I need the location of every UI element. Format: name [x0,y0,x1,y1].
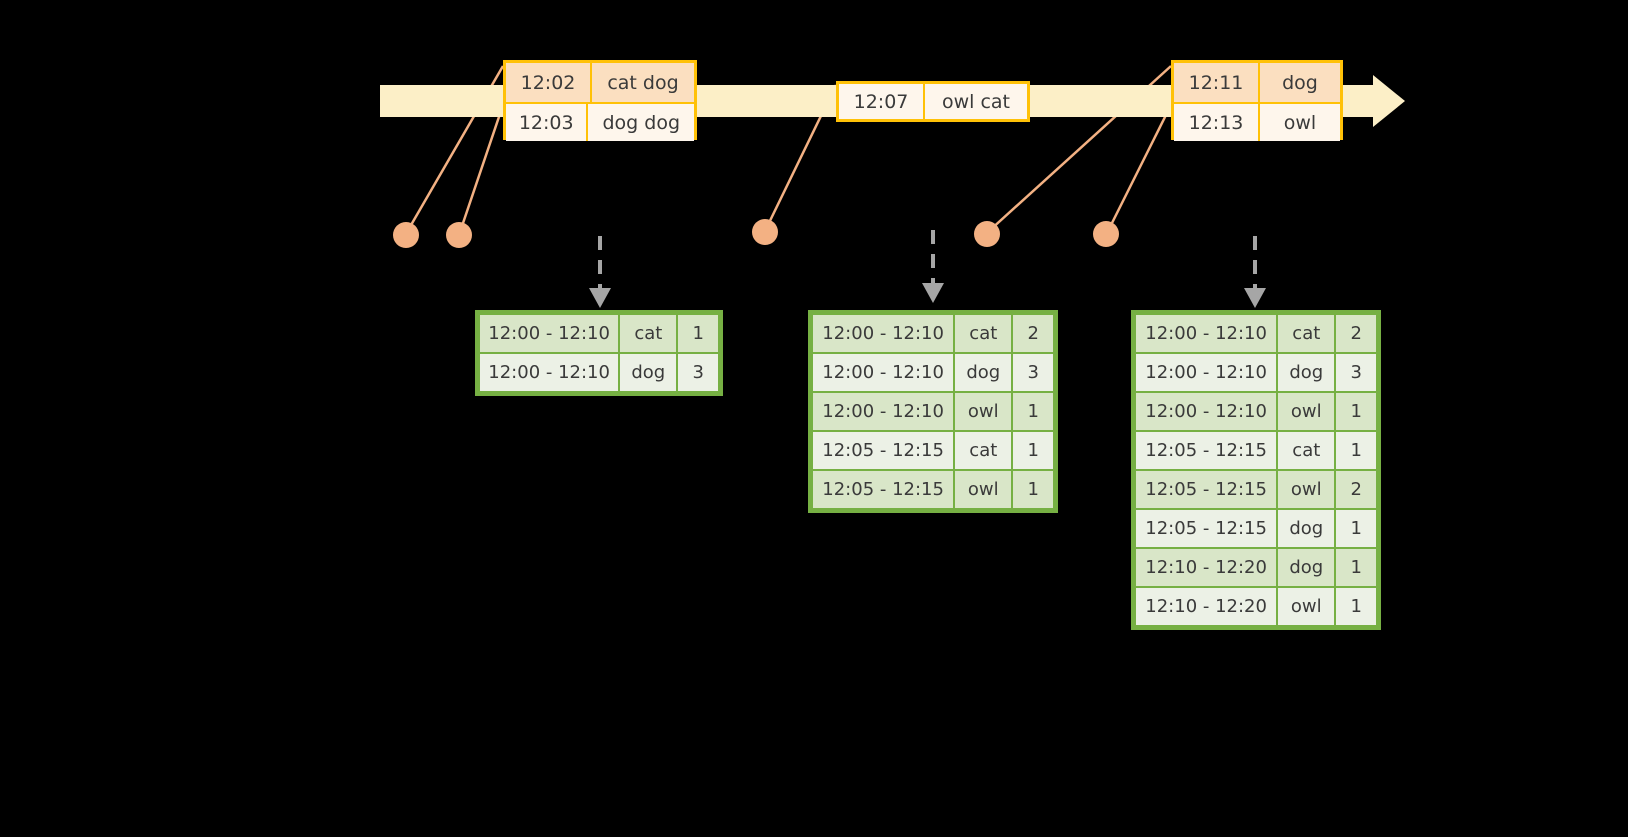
cell-word: dog [955,354,1012,391]
cell-word: owl [1278,588,1335,625]
cell-window: 12:00 - 12:10 [813,393,954,430]
cell-window: 12:05 - 12:15 [1136,471,1277,508]
cell-word: owl [955,393,1012,430]
cell-window: 12:05 - 12:15 [1136,432,1277,469]
cell-window: 12:00 - 12:10 [813,354,954,391]
marker-dot-1203 [446,222,472,248]
event-time: 12:03 [506,104,589,141]
event-row[interactable]: 12:03 dog dog [506,102,694,141]
cell-count: 3 [1013,354,1053,391]
cell-word: cat [1278,432,1335,469]
cell-count: 2 [1013,315,1053,352]
cell-word: dog [620,354,677,391]
marker-dot-1202 [393,222,419,248]
event-group-1[interactable]: 12:02 cat dog 12:03 dog dog [503,60,697,141]
event-row[interactable]: 12:11 dog [1174,63,1340,102]
cell-window: 12:10 - 12:20 [1136,588,1277,625]
cell-count: 3 [1336,354,1376,391]
cell-count: 1 [1336,510,1376,547]
cell-word: cat [620,315,677,352]
cell-count: 2 [1336,315,1376,352]
cell-word: cat [955,432,1012,469]
cell-window: 12:00 - 12:10 [1136,393,1277,430]
cell-count: 1 [1013,471,1053,508]
event-row[interactable]: 12:07 owl cat [839,84,1027,119]
marker-dot-1211 [974,221,1000,247]
event-words: dog dog [602,111,680,134]
dashed-arrow-head-1 [589,288,611,308]
cell-count: 2 [1336,471,1376,508]
dashed-arrow-head-2 [922,283,944,303]
marker-dot-1213 [1093,221,1119,247]
cell-word: cat [1278,315,1335,352]
cell-word: owl [1278,393,1335,430]
cell-count: 1 [678,315,718,352]
cell-word: owl [1278,471,1335,508]
timeline-arrowhead [1373,75,1405,127]
cell-count: 1 [1336,549,1376,586]
cell-count: 1 [1336,588,1376,625]
cell-count: 3 [678,354,718,391]
cell-word: dog [1278,549,1335,586]
cell-window: 12:00 - 12:10 [480,315,619,352]
dashed-arrow-heads [589,283,1266,308]
cell-window: 12:05 - 12:15 [813,471,954,508]
cell-window: 12:05 - 12:15 [1136,510,1277,547]
cell-window: 12:00 - 12:10 [813,315,954,352]
marker-dots [393,219,1119,248]
event-time: 12:02 [506,63,592,102]
event-words: cat dog [607,71,679,94]
connector-line-1213 [1106,104,1173,232]
connector-line-1203 [458,104,505,233]
event-time: 12:07 [839,84,925,119]
event-group-3[interactable]: 12:11 dog 12:13 owl [1171,60,1343,141]
cell-window: 12:10 - 12:20 [1136,549,1277,586]
marker-dot-1207 [752,219,778,245]
cell-window: 12:00 - 12:10 [1136,315,1277,352]
cell-window: 12:00 - 12:10 [1136,354,1277,391]
cell-word: dog [1278,510,1335,547]
event-row[interactable]: 12:02 cat dog [506,63,694,102]
cell-count: 1 [1013,432,1053,469]
dashed-arrows [598,230,1257,288]
event-time: 12:11 [1174,63,1260,102]
event-row[interactable]: 12:13 owl [1174,102,1340,141]
cell-word: cat [955,315,1012,352]
event-words: owl [1283,111,1317,134]
event-group-2[interactable]: 12:07 owl cat [836,81,1030,122]
event-words: dog [1282,71,1318,94]
dashed-arrow-head-3 [1244,288,1266,308]
cell-window: 12:05 - 12:15 [813,432,954,469]
cell-count: 1 [1013,393,1053,430]
event-time: 12:13 [1174,104,1260,141]
cell-window: 12:00 - 12:10 [480,354,619,391]
cell-count: 1 [1336,432,1376,469]
cell-word: owl [955,471,1012,508]
event-words: owl cat [941,90,1011,113]
cell-count: 1 [1336,393,1376,430]
cell-word: dog [1278,354,1335,391]
